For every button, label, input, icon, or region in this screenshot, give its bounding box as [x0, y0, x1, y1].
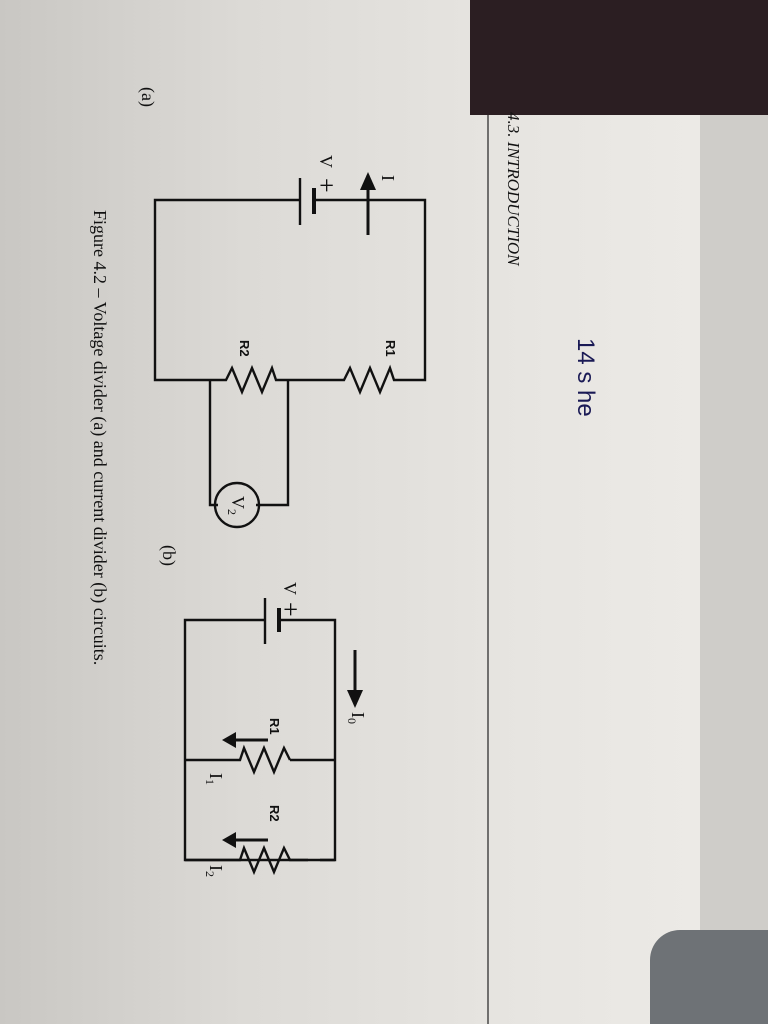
- circuit-a-voltage-label: V: [316, 155, 336, 168]
- circuit-b-caption-label: (b): [158, 545, 179, 566]
- circuit-a-meter-wire-right: [256, 380, 290, 507]
- circuit-b: [183, 598, 357, 876]
- circuit-b-i0-arrowhead: [347, 690, 363, 708]
- circuit-a-current-label: I: [378, 175, 398, 181]
- handwritten-note: 14 s he: [572, 338, 599, 417]
- circuit-a-wire-right: [314, 198, 427, 382]
- figure-caption: Figure 4.2 – Voltage divider (a) and cur…: [89, 210, 110, 665]
- circuit-a-caption-label: (a): [137, 87, 158, 107]
- circuit-a-r2-label: R2: [237, 340, 252, 357]
- circuit-a-arrowhead: [360, 172, 376, 190]
- circuit-a-r1-label: R1: [383, 340, 398, 357]
- circuit-b-r1-label: R1: [267, 718, 282, 735]
- circuit-b-r1: [185, 744, 292, 776]
- circuit-b-wire-right: [279, 618, 337, 862]
- circuit-b-r2: [185, 844, 335, 876]
- circuit-b-r2-label: R2: [267, 805, 282, 822]
- circuit-a-r1: [340, 364, 400, 396]
- desk-edge: [650, 930, 768, 1024]
- circuit-b-plus-label: +: [276, 602, 305, 617]
- circuit-b-voltage-label: V: [280, 582, 300, 595]
- circuit-a-plus-label: +: [312, 178, 341, 193]
- circuit-a: [153, 175, 427, 529]
- circuit-a-r2: [210, 364, 288, 396]
- circuit-b-i1-arrowhead: [222, 732, 236, 748]
- circuit-a-meter-wire-left: [208, 380, 218, 507]
- circuit-b-i1-label: I1: [203, 773, 226, 785]
- circuit-b-i2-label: I2: [203, 865, 226, 877]
- circuit-b-i0-label: I0: [345, 712, 368, 724]
- circuit-a-meter-label: V2: [225, 496, 248, 515]
- background-corner: [470, 0, 768, 115]
- circuit-a-wire-left: [153, 198, 300, 382]
- paper-sheet: [0, 0, 700, 1024]
- circuit-a-voltmeter: [213, 481, 261, 529]
- section-heading: 4.3. INTRODUCTION: [504, 112, 523, 267]
- circuit-b-i2-arrowhead: [222, 832, 236, 848]
